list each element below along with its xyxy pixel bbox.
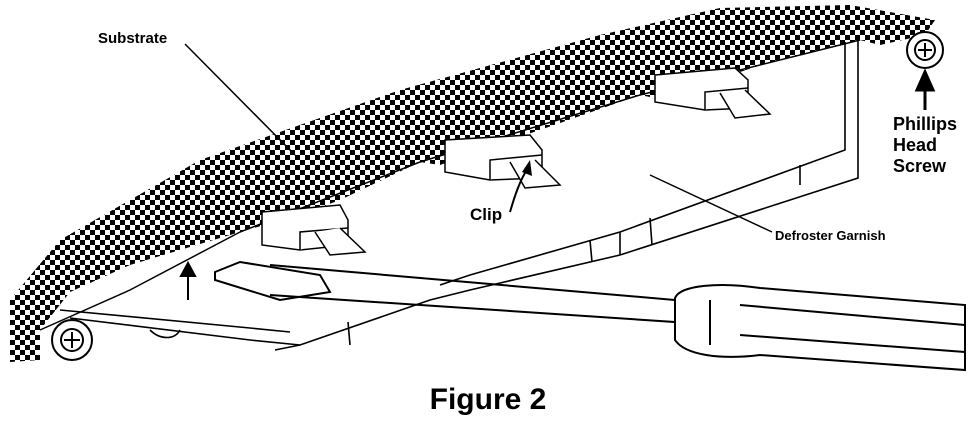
defroster-leader [649, 174, 773, 233]
screwdriver-blade [214, 260, 332, 302]
clip-leader-arrow [522, 160, 532, 176]
substrate-leader [184, 43, 296, 156]
clip-mount-1 [261, 204, 367, 256]
figure-caption: Figure 2 [429, 383, 547, 416]
defroster-garnish-label: Defroster Garnish [775, 228, 886, 243]
phillips-head-screw-label: Phillips Head Screw [893, 114, 957, 177]
clip-mount-3 [654, 67, 772, 119]
clip-mount-2 [444, 134, 562, 189]
screw-arrow [914, 68, 936, 110]
substrate-label: Substrate [98, 30, 168, 47]
screwdriver-handle [674, 284, 966, 372]
defroster-garnish [59, 38, 859, 351]
screwdriver [214, 260, 966, 372]
screw-label-line-1: Phillips [893, 114, 958, 134]
phillips-screw-left [51, 319, 93, 361]
insert-arrow [179, 260, 197, 300]
clip-label: Clip [470, 205, 503, 224]
substrate-panel [10, 5, 935, 362]
phillips-screw-right [906, 31, 944, 69]
screw-label-line-2: Head [893, 135, 938, 155]
screw-label-line-3: Screw [893, 156, 947, 176]
